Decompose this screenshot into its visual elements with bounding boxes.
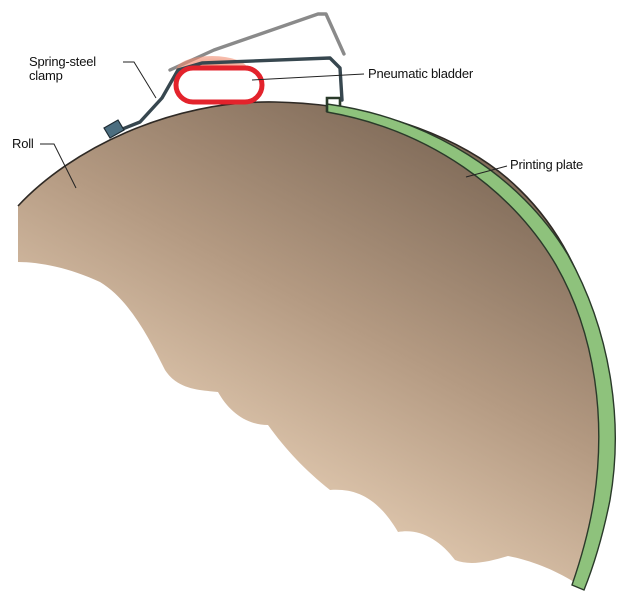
clamp-label-line1: Spring-steel <box>29 54 96 69</box>
printing-plate <box>326 103 616 591</box>
pneumatic-bladder <box>173 65 265 105</box>
bladder-label: Pneumatic bladder <box>368 66 473 81</box>
clamp-tab <box>103 119 125 139</box>
clamp-leader-line <box>123 61 157 99</box>
plate-leader-line <box>465 165 508 178</box>
bladder-leader-line <box>251 73 365 81</box>
clamp-label-line2: clamp <box>29 68 63 83</box>
roll-label: Roll <box>12 136 34 151</box>
roll-leader-line <box>40 143 77 189</box>
roll-body <box>18 101 605 583</box>
plate-hook <box>325 96 342 112</box>
plate-label: Printing plate <box>510 157 584 172</box>
guide-bar <box>168 12 346 72</box>
